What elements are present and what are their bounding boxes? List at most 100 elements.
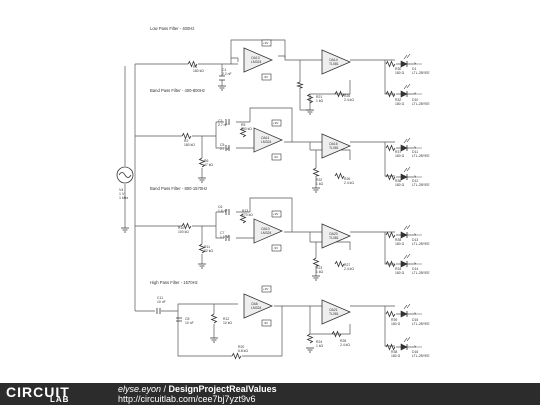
op-amp-part: LM324 <box>261 140 271 144</box>
op-amp-part: LM324 <box>251 306 261 310</box>
op-amp-part: TL081 <box>329 236 339 240</box>
led[interactable] <box>385 83 422 98</box>
supply-negative: -9V <box>264 75 269 79</box>
circuitlab-logo[interactable]: CIRCUIT <box>6 384 70 400</box>
supply-negative: -9V <box>264 321 269 325</box>
circuitlab-logo-lab: LAB <box>50 395 70 404</box>
op-amp-name: OA14 <box>329 58 338 62</box>
separator: / <box>161 384 169 394</box>
section-title-hp: High Pass Filter - 1570Hz <box>150 280 198 285</box>
project-url[interactable]: http://circuitlab.com/cee7bj7yzt9v6 <box>118 394 256 404</box>
op-amp-name: OA6 <box>251 302 258 306</box>
led[interactable] <box>385 166 422 181</box>
author-line: elyse.eyon / DesignProjectRealValues <box>118 384 277 394</box>
author-name[interactable]: elyse.eyon <box>118 384 162 394</box>
source-amp: 1 V <box>119 192 125 196</box>
led[interactable] <box>385 303 422 318</box>
supply-negative: -9V <box>274 246 279 250</box>
led[interactable] <box>385 137 422 152</box>
supply-positive: +9V <box>263 41 268 45</box>
wires <box>124 39 395 357</box>
svg-text:V41 V1 kHz: V41 V1 kHz <box>119 188 128 200</box>
op-amp-name: OA21 <box>329 308 338 312</box>
source-name: V4 <box>119 188 123 192</box>
led[interactable] <box>385 253 422 268</box>
op-amp-name: OA10 <box>261 227 270 231</box>
source-freq: 1 kHz <box>119 196 128 200</box>
section-title-bp2: Band Pass Filter - 800-1570Hz <box>150 186 207 191</box>
op-amp-name: OA13 <box>251 56 260 60</box>
op-amp-part: TL081 <box>329 146 339 150</box>
op-amp-name: OA11 <box>261 136 270 140</box>
led[interactable] <box>385 336 422 351</box>
ground-symbols <box>121 85 320 353</box>
led[interactable] <box>385 53 422 68</box>
op-amp-part: LM324 <box>251 60 261 64</box>
supply-positive: +9V <box>263 287 268 291</box>
components <box>156 60 345 360</box>
op-amp-part: TL081 <box>329 62 339 66</box>
op-amp-name: OA20 <box>329 232 338 236</box>
project-name[interactable]: DesignProjectRealValues <box>168 384 277 394</box>
led[interactable] <box>385 224 422 239</box>
section-title-bp1: Band Pass Filter - 400-800Hz <box>150 88 205 93</box>
footer-bar: CIRCUIT LAB elyse.eyon / DesignProjectRe… <box>0 383 540 405</box>
supply-positive: +9V <box>273 121 278 125</box>
op-amp-name: OA16 <box>329 142 338 146</box>
section-title-lp: Low Pass Filter - 400Hz <box>150 26 194 31</box>
leds <box>385 53 422 351</box>
